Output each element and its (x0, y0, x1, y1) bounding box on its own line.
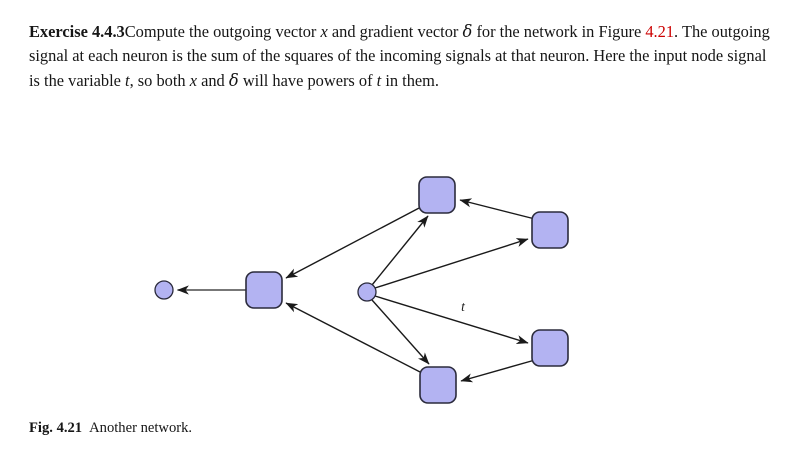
edge-label-t: t (461, 299, 466, 314)
math-var-delta: δ (462, 22, 473, 41)
hidden-node-top[interactable] (418, 176, 456, 214)
figure-caption: Fig. 4.21 Another network. (29, 419, 192, 438)
exercise-text-3: for the network in Figure (472, 22, 646, 41)
exercise-text-7: will have powers of (238, 70, 377, 90)
hidden-node-right-upper[interactable] (531, 211, 569, 249)
edge-top-to-hidden-left (285, 206, 422, 279)
edge-right-upper-to-top (459, 198, 536, 220)
network-diagram: t (154, 176, 569, 404)
output-node[interactable] (154, 280, 174, 300)
edge-labels-layer: t (461, 299, 466, 314)
hidden-node-left[interactable] (245, 271, 283, 309)
edge-bottom-to-hidden-left (285, 302, 423, 374)
math-var-x-2: x (189, 70, 197, 90)
hidden-node-right-lower[interactable] (531, 329, 569, 367)
math-var-t-2: t (376, 70, 382, 90)
edge-input-to-top (371, 215, 429, 286)
math-var-t: t (125, 70, 130, 90)
exercise-text-6: and (196, 70, 229, 90)
figure-caption-text: Another network. (89, 420, 193, 436)
nodes-layer (154, 176, 569, 404)
edge-input-to-right-upper (374, 238, 529, 289)
exercise-paragraph: Exercise 4.4.3Compute the outgoing vecto… (29, 20, 781, 93)
edge-right-lower-to-bottom (460, 359, 536, 383)
edge-input-to-right-lower (374, 295, 529, 345)
edges-layer (176, 198, 536, 383)
exercise-text-1: Compute the outgoing vector (124, 22, 321, 41)
figure-4-21: t (0, 150, 811, 415)
exercise-text-5: , so both (129, 70, 190, 90)
figure-caption-label: Fig. 4.21 (29, 420, 83, 436)
exercise-label: Exercise 4.4.3 (29, 22, 125, 41)
math-var-x: x (320, 22, 328, 41)
figure-reference-link[interactable]: 4.21 (645, 22, 675, 41)
hidden-node-bottom[interactable] (419, 366, 457, 404)
edge-input-to-bottom (371, 299, 430, 365)
exercise-text-2: and gradient vector (327, 22, 463, 41)
exercise-text-4: . The outgoing signal at each neuron is … (29, 22, 770, 90)
input-node[interactable] (357, 282, 377, 302)
math-var-delta-2: δ (228, 70, 239, 90)
exercise-text-8: in them. (381, 70, 440, 90)
